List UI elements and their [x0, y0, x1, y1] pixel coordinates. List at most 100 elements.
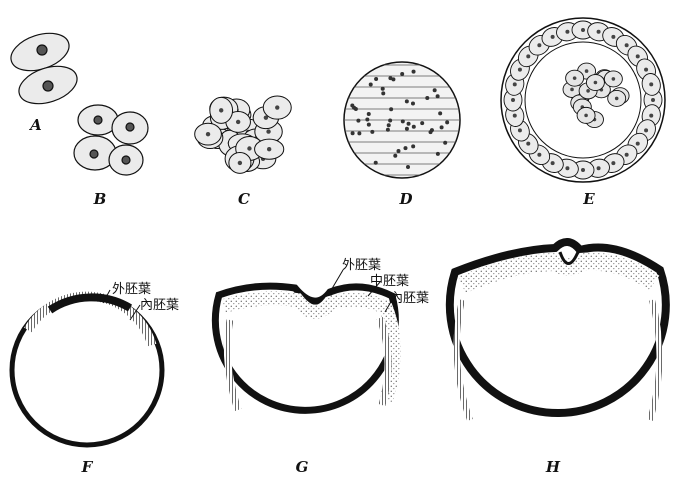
stage-d-morula [344, 62, 460, 178]
nucleus [425, 96, 429, 100]
nucleus [367, 112, 371, 116]
nucleus [513, 114, 517, 118]
nucleus [597, 30, 601, 34]
nucleus [405, 99, 409, 103]
nucleus [401, 119, 405, 123]
nucleus [412, 70, 416, 74]
figure-label-f: F [82, 458, 93, 476]
nucleus [122, 156, 130, 164]
nucleus [537, 153, 541, 157]
label-f-endoderm: 內胚葉 [140, 294, 179, 313]
nucleus [407, 122, 411, 126]
nucleus [625, 153, 629, 157]
nucleus [436, 152, 440, 156]
nucleus [267, 147, 271, 151]
nucleus [526, 142, 530, 146]
nucleus [420, 121, 424, 125]
nucleus [586, 89, 590, 93]
nucleus [636, 142, 640, 146]
stage-g-vesicle [215, 270, 395, 410]
nucleus [611, 35, 615, 39]
nucleus [636, 54, 640, 58]
endoderm-layer [457, 300, 660, 420]
nucleus [651, 98, 655, 102]
nucleus [513, 82, 517, 86]
nucleus [570, 88, 574, 92]
nucleus [37, 45, 47, 55]
nucleus [386, 128, 390, 132]
nucleus [391, 77, 395, 81]
nucleus [374, 77, 378, 81]
nucleus [445, 120, 449, 124]
endoderm-layer [28, 296, 152, 345]
stage-f-vesicle [12, 290, 162, 445]
nucleus [436, 94, 440, 98]
nucleus [43, 81, 53, 91]
nucleus [438, 111, 442, 115]
nucleus [94, 116, 102, 124]
nucleus [411, 101, 415, 105]
nucleus [443, 141, 447, 145]
nucleus [381, 91, 385, 95]
nucleus [247, 146, 251, 150]
nucleus [581, 168, 585, 172]
nucleus [403, 146, 407, 150]
nucleus [526, 54, 530, 58]
nucleus [537, 43, 541, 47]
nucleus [573, 76, 577, 80]
figure-label-g: G [296, 458, 309, 476]
nucleus [594, 81, 598, 85]
figure-label-a: A [30, 116, 42, 134]
nucleus [370, 130, 374, 134]
stage-e-blastocyst [501, 18, 665, 182]
nucleus [206, 132, 210, 136]
figure-label-d: D [399, 190, 412, 208]
nucleus [393, 154, 397, 158]
nucleus [518, 68, 522, 72]
nucleus [381, 87, 385, 91]
nucleus [649, 114, 653, 118]
nucleus [387, 123, 391, 127]
nucleus [400, 72, 404, 76]
nucleus [236, 120, 240, 124]
nucleus [615, 97, 619, 101]
figure-label-e: E [583, 190, 594, 208]
nucleus [511, 98, 515, 102]
nucleus [433, 88, 437, 92]
nucleus [365, 118, 369, 122]
nucleus [551, 35, 555, 39]
nucleus [412, 125, 416, 129]
nucleus [644, 68, 648, 72]
stage-a-two-cell [6, 27, 82, 111]
mesoderm-layer [462, 261, 654, 285]
nucleus [90, 150, 98, 158]
nucleus [266, 129, 270, 133]
figure-label-b: B [94, 190, 107, 208]
nucleus [275, 105, 279, 109]
nucleus [565, 166, 569, 170]
nucleus [597, 166, 601, 170]
nucleus [350, 104, 354, 108]
nucleus [369, 82, 373, 86]
nucleus [430, 128, 434, 132]
label-g-endoderm: 內胚葉 [390, 287, 429, 306]
nucleus [238, 161, 242, 165]
nucleus [585, 69, 589, 73]
nucleus [612, 77, 616, 81]
stage-b-four-cell [74, 105, 148, 175]
nucleus [440, 125, 444, 129]
nucleus [405, 127, 409, 131]
nucleus [126, 123, 134, 131]
nucleus [389, 107, 393, 111]
nucleus [357, 131, 361, 135]
nucleus [396, 149, 400, 153]
nucleus [611, 161, 615, 165]
nucleus [351, 131, 355, 135]
nucleus [356, 119, 360, 123]
nucleus [644, 128, 648, 132]
figure-label-h: H [546, 458, 560, 476]
stage-c-morula [195, 96, 292, 173]
nucleus [584, 114, 588, 118]
